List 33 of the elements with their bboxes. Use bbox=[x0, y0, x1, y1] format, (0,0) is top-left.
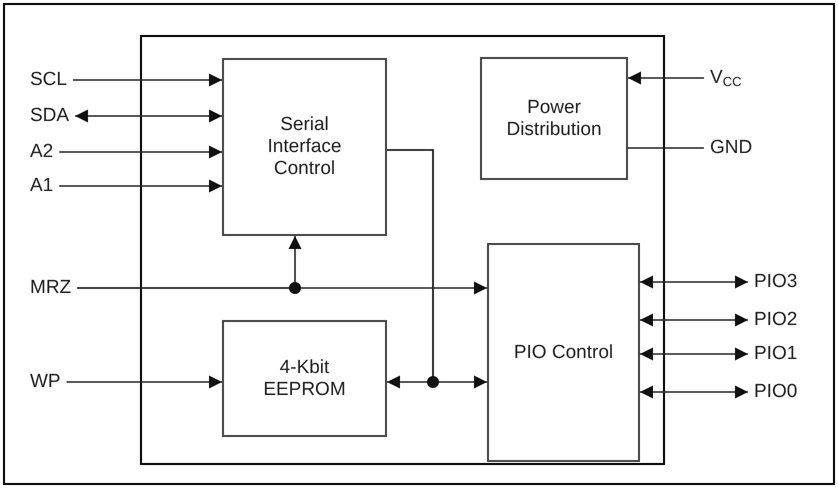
connector-arrow bbox=[640, 276, 748, 288]
pin-label: MRZ bbox=[30, 277, 72, 299]
pin-label: PIO2 bbox=[754, 309, 798, 331]
function-block bbox=[222, 320, 387, 437]
pin-label: A2 bbox=[30, 141, 54, 163]
pin-label: PIO1 bbox=[754, 343, 798, 365]
block-label: Power Distribution bbox=[505, 96, 603, 140]
chip-outline bbox=[140, 35, 665, 465]
function-block bbox=[480, 57, 628, 180]
pin-label: SCL bbox=[30, 69, 67, 91]
block-label: PIO Control bbox=[512, 342, 614, 364]
pin-label: GND bbox=[710, 137, 752, 159]
function-block bbox=[222, 58, 387, 236]
connector-arrow bbox=[628, 72, 704, 84]
block-label: Serial Interface Control bbox=[266, 114, 342, 180]
pin-label: A1 bbox=[30, 175, 54, 197]
pin-label: SDA bbox=[30, 105, 70, 127]
connector-arrow bbox=[59, 146, 222, 158]
connector-arrow bbox=[640, 386, 748, 398]
connector-arrow bbox=[72, 74, 222, 86]
pin-label: V$_{CC}$ bbox=[710, 67, 742, 89]
connector-arrow bbox=[59, 180, 222, 192]
connector-arrow bbox=[640, 314, 748, 326]
connector-arrow bbox=[75, 110, 222, 122]
function-block bbox=[487, 243, 640, 462]
pin-label: PIO0 bbox=[754, 381, 798, 403]
connector-arrow bbox=[387, 149, 487, 388]
block-label: 4-Kbit EEPROM bbox=[262, 356, 347, 400]
connector-arrow bbox=[66, 376, 222, 388]
connector-arrow bbox=[77, 282, 487, 294]
pin-label: PIO3 bbox=[754, 271, 798, 293]
connector-arrow bbox=[640, 348, 748, 360]
pin-label: WP bbox=[30, 371, 61, 393]
